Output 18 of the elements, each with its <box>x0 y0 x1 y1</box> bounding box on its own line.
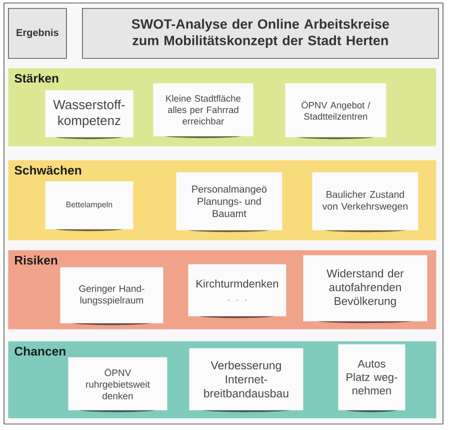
sticky-note: Wasserstoff- kompetenz <box>45 90 134 140</box>
sticky-note: Bettelampeln <box>45 181 134 232</box>
sticky-note: Kirchturmdenken . . . <box>188 264 286 318</box>
sticky-note: Geringer Hand- lungsspielraum <box>60 267 164 326</box>
sticky-note: Verbesserung Internet- breitbandausbau <box>189 348 304 412</box>
label-box: Ergebnis <box>8 8 67 59</box>
band-heading: Risiken <box>15 256 58 265</box>
sticky-note: ÖPNV ruhrgebietsweit denken <box>68 357 168 412</box>
sticky-note: Baulicher Zustand von Verkehrswegen <box>312 172 418 232</box>
sticky-note: Kleine Stadtfläche alles per Fahrrad erreichbar <box>153 83 254 138</box>
sticky-note: Personalmangeö Planungs- und Bauamt <box>176 172 282 232</box>
sticky-note: ÖPNV Angebot / Stadtteilzentren <box>285 83 386 140</box>
sticky-note: Autos Platz weg- nehmen <box>338 344 406 412</box>
band-heading: Schwächen <box>14 166 82 175</box>
sticky-note: Widerstand der autofahrenden Bevölkerung <box>303 255 428 324</box>
band-heading: Chancen <box>14 346 66 356</box>
band-heading: Stärken <box>14 74 58 83</box>
title-box: SWOT-Analyse der Online Arbeitskreise zum Mobilitätskonzept der Stadt Herten <box>82 8 439 59</box>
